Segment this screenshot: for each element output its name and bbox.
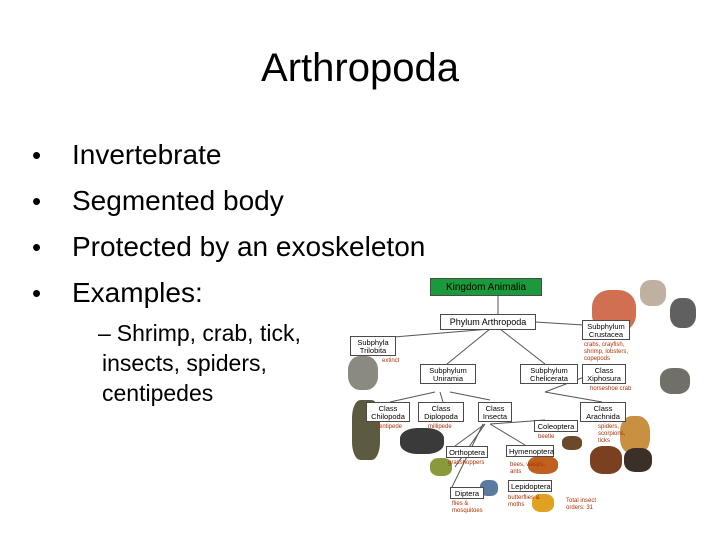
kingdom-node: Kingdom Animalia <box>430 278 542 296</box>
bullet-item: • Protected by an exoskeleton <box>30 224 425 270</box>
bullet-item: • Examples: <box>30 270 425 316</box>
node-line: Chelicerata <box>530 374 568 383</box>
spider-icon <box>590 446 622 474</box>
scorpion-icon <box>620 416 650 454</box>
node-line: Subphylum <box>429 366 467 375</box>
class-node: Class Diplopoda <box>418 402 464 422</box>
node-line: Trilobita <box>359 346 387 355</box>
bullet-item: • Invertebrate <box>30 132 425 178</box>
node-note: flies & mosquitoes <box>452 501 483 514</box>
order-node: Coleoptera <box>534 420 578 432</box>
node-line: Chilopoda <box>371 412 405 421</box>
order-node: Orthoptera <box>446 446 488 458</box>
bullet-dot-icon: • <box>32 232 42 262</box>
sub-bullet-line: centipedes <box>102 380 214 406</box>
subphylum-node: Subphylum Chelicerata <box>520 364 578 384</box>
sub-bullet-line: Shrimp, crab, tick, <box>116 320 301 346</box>
node-note: crabs, crayfish, shrimp, lobsters, copep… <box>584 342 629 362</box>
node-line: Class <box>594 366 614 375</box>
bullet-text: Invertebrate <box>72 139 222 170</box>
subphylum-node: Subphylum Uniramia <box>420 364 476 384</box>
class-node: Class Chilopoda <box>366 402 410 422</box>
bullet-dot-icon: • <box>32 186 42 216</box>
sub-bullet: –Shrimp, crab, tick, insects, spiders, c… <box>98 318 338 408</box>
subphylum-node: Subphyla Trilobita <box>350 336 396 356</box>
node-line: Insecta <box>482 412 508 421</box>
node-line: Xiphosura <box>587 374 621 383</box>
node-note: horseshoe crab <box>590 386 632 392</box>
node-note: extinct <box>382 358 400 364</box>
node-note: bees, wasps, ants <box>510 462 546 475</box>
millipede-icon <box>400 428 444 454</box>
node-note: butterflies & moths <box>508 495 540 508</box>
subphylum-node: Subphylum Crustacea <box>582 320 630 340</box>
node-note: millipede <box>428 424 452 430</box>
class-node: Class Insecta <box>478 402 512 422</box>
butterfly-icon <box>532 494 554 512</box>
bullet-text: Segmented body <box>72 185 284 216</box>
node-note: grasshoppers <box>448 460 485 466</box>
isopod-icon <box>670 298 696 328</box>
dash-icon: – <box>98 320 111 346</box>
class-node: Class Xiphosura <box>582 364 626 384</box>
node-line: Class <box>593 404 613 413</box>
fly-icon <box>480 480 498 496</box>
node-note: centipede <box>376 424 403 430</box>
order-node: Lepidoptera <box>508 480 552 492</box>
wasp-icon <box>528 456 558 474</box>
bullet-item: • Segmented body <box>30 178 425 224</box>
node-line: Diplopoda <box>424 412 458 421</box>
node-line: Subphyla <box>357 338 389 347</box>
phylum-node: Phylum Arthropoda <box>440 314 536 330</box>
node-line: Class <box>485 404 505 413</box>
sub-bullet-line: insects, spiders, <box>102 350 267 376</box>
bullet-dot-icon: • <box>32 278 42 308</box>
node-line: Class <box>378 404 398 413</box>
bullet-dot-icon: • <box>32 140 42 170</box>
bullet-list: • Invertebrate • Segmented body • Protected… <box>30 132 425 316</box>
classification-diagram: Kingdom Animalia Phylum Arthropoda Subph… <box>340 268 720 540</box>
slide-title: Arthropoda <box>261 46 459 90</box>
beetle-icon <box>562 436 582 450</box>
horseshoe-crab-icon <box>660 368 690 394</box>
grasshopper-icon <box>430 458 452 476</box>
node-line: Subphylum <box>587 322 625 331</box>
node-note: beetle <box>538 434 555 440</box>
footnote: Total insect orders: 31 <box>566 498 597 511</box>
order-node: Diptera <box>450 487 484 499</box>
class-node: Class Arachnida <box>580 402 626 422</box>
order-node: Hymenoptera <box>506 445 554 457</box>
copepod-icon <box>640 280 666 306</box>
trilobite-icon <box>348 356 378 390</box>
bullet-text: Protected by an exoskeleton <box>72 231 426 262</box>
node-line: Uniramia <box>432 374 463 383</box>
tick-icon <box>624 448 652 472</box>
node-line: Arachnida <box>586 412 620 421</box>
node-line: Class <box>431 404 451 413</box>
bullet-text: Examples: <box>72 277 203 308</box>
node-line: Crustacea <box>588 330 624 339</box>
node-note: spiders, scorpions, ticks <box>598 424 626 444</box>
node-line: Subphylum <box>530 366 568 375</box>
